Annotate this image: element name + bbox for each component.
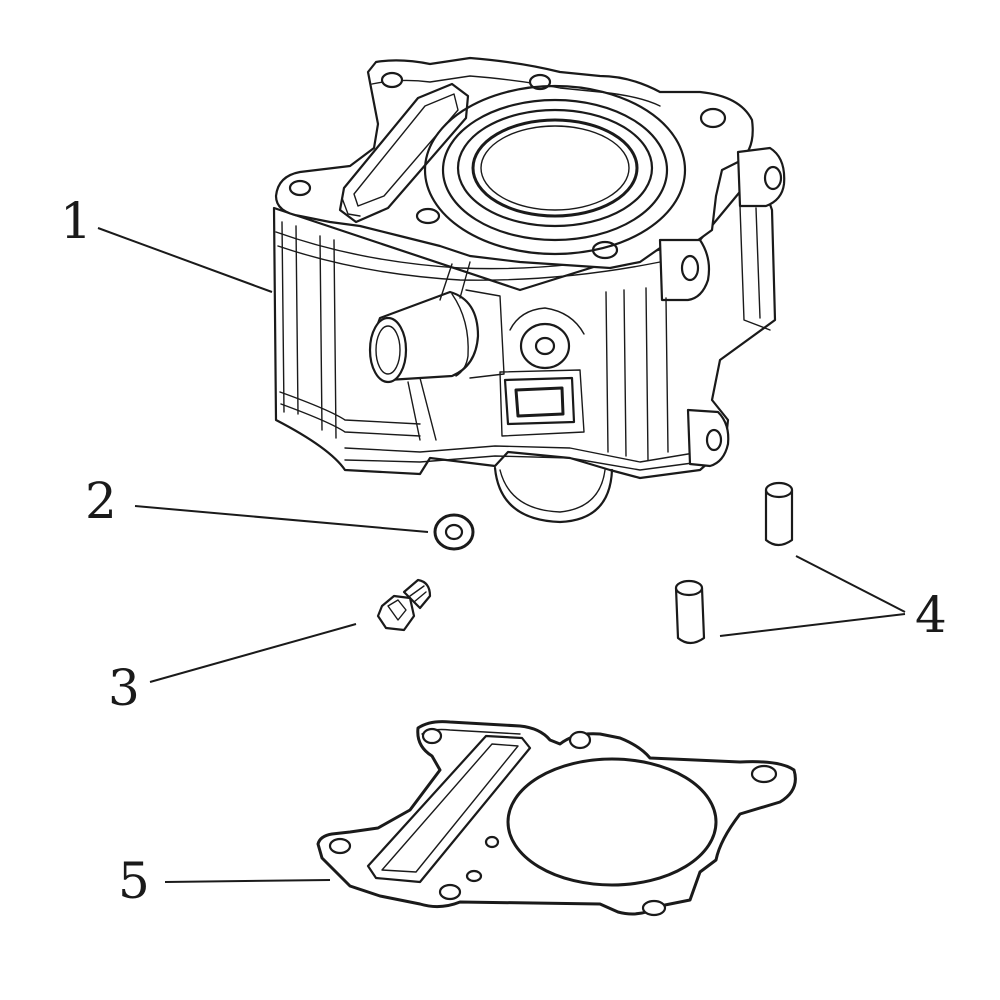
callout-2: 2 (85, 472, 117, 530)
part-bolt (376, 578, 432, 632)
callout-4: 4 (915, 586, 947, 644)
leader-3 (149, 623, 357, 683)
leader-lines (97, 227, 906, 883)
part-cylinder-block (272, 56, 786, 524)
part-dowel-pins (674, 481, 794, 645)
leader-5 (164, 879, 331, 883)
leader-4a (795, 555, 906, 613)
leader-1 (97, 227, 273, 293)
callout-5: 5 (118, 852, 150, 910)
leader-2 (134, 505, 429, 533)
callout-numbers: 1 2 3 4 5 (60, 192, 947, 910)
leader-4b (719, 613, 906, 637)
part-gasket (316, 720, 797, 917)
callout-3: 3 (108, 659, 140, 717)
callout-1: 1 (60, 192, 92, 250)
part-washer (433, 513, 475, 551)
